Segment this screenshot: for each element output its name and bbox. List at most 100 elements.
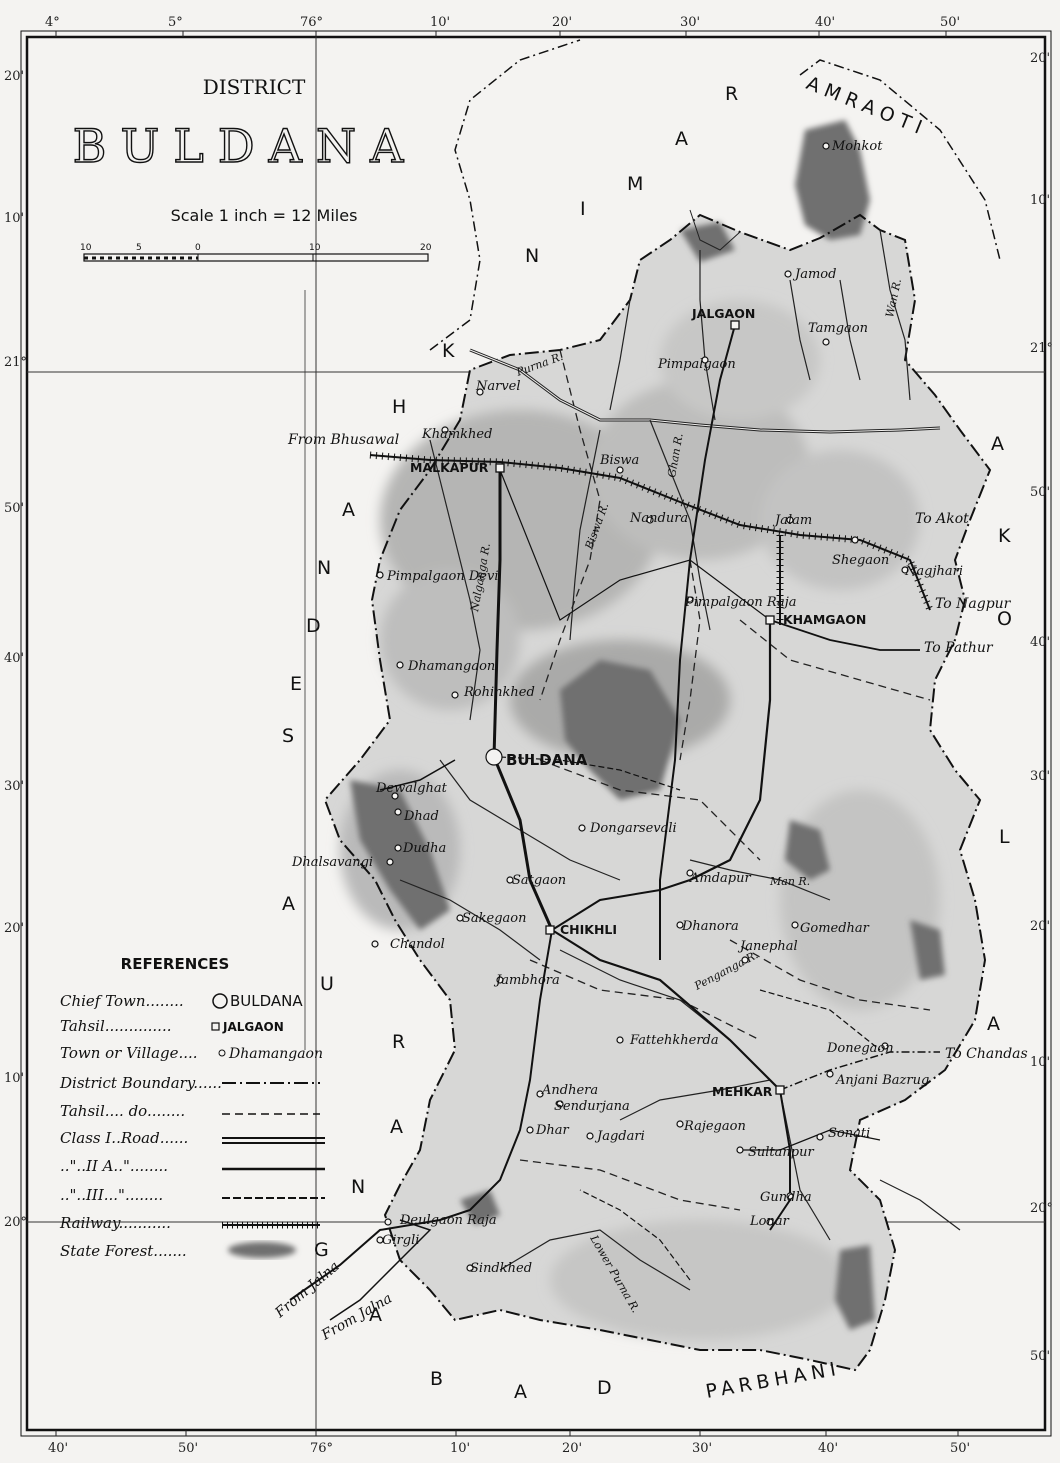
chief-town-symbol	[485, 748, 503, 766]
tahsil-symbol	[765, 615, 775, 625]
village-label: Rohinkhed	[463, 685, 535, 700]
region-letter-khandesh: S	[282, 725, 294, 747]
village-symbol	[816, 1133, 824, 1141]
village-label: Sakegaon	[462, 911, 527, 926]
region-letter-akola: A	[987, 1013, 1000, 1035]
village-symbol	[881, 1042, 889, 1050]
chief-town-buldana: BULDANA	[506, 751, 588, 769]
graticule-left-label: 40'	[4, 651, 24, 666]
village-label: Pimpalgaon Raja	[684, 595, 796, 610]
tahsil-label: MEHKAR	[712, 1084, 773, 1099]
village-label: Pimpalgaon Devi	[386, 569, 498, 584]
graticule-bottom-label: 50'	[178, 1441, 198, 1456]
graticule-left-label: 50'	[4, 501, 24, 516]
neat-line	[25, 35, 1047, 1432]
graticule-right-label: 20°	[1030, 1201, 1053, 1216]
road-malkapur-buldana	[492, 470, 502, 758]
forest-dewalghat	[350, 780, 450, 930]
village-symbol	[736, 1146, 744, 1154]
region-letter-khandesh: H	[392, 396, 406, 418]
road-chikhli-jalna	[289, 929, 553, 1301]
graticule-bottom-label: 30'	[692, 1441, 712, 1456]
village-symbol	[394, 808, 402, 816]
village-label: Amdapur	[689, 871, 751, 886]
village-symbol	[822, 142, 830, 150]
frame-ticks	[55, 31, 959, 1436]
river-label: Man R.	[769, 875, 810, 888]
region-letter-khandesh: D	[306, 615, 321, 637]
title-district: DISTRICT	[203, 75, 306, 99]
graticule-right-label: 20'	[1030, 51, 1050, 66]
village-label: Sindkhed	[470, 1261, 532, 1276]
graticule-left-label: 30'	[4, 779, 24, 794]
village-label: Sonati	[828, 1126, 870, 1141]
region-letter-aurangabad: D	[597, 1377, 612, 1399]
region-letter-aurangabad: A	[390, 1116, 403, 1138]
graticule-bottom-label: 10'	[450, 1441, 470, 1456]
tahsil-label: MALKAPUR	[410, 460, 489, 475]
village-symbol	[786, 1192, 794, 1200]
railway	[369, 451, 934, 625]
village-symbol	[506, 876, 514, 884]
village-label: Biswa	[599, 453, 639, 468]
village-label: Pimpalgaon	[657, 357, 736, 372]
ghan-river	[649, 419, 711, 631]
legend-tahsil-symbol	[211, 1022, 220, 1031]
village-symbol	[556, 1100, 564, 1108]
legend-village-symbol	[218, 1049, 226, 1057]
forest-southeast	[835, 1245, 875, 1330]
graticule-left-label: 21°	[4, 355, 27, 370]
village-symbol	[578, 824, 586, 832]
village-symbol	[646, 516, 654, 524]
village-label: Mohkot	[831, 139, 883, 154]
region-letter-nimar: N	[525, 245, 539, 267]
village-symbol	[456, 914, 464, 922]
village-symbol	[851, 536, 859, 544]
village-symbol	[741, 956, 749, 964]
reference-label: .."..II A.."........	[60, 1157, 168, 1175]
village-label: Rajegaon	[683, 1119, 746, 1134]
village-label: Lonar	[749, 1214, 790, 1229]
village-label: Dhamangaon	[407, 659, 495, 674]
village-label: Chandol	[390, 937, 445, 952]
road-to-chandas	[779, 1051, 940, 1091]
region-letter-nimar: I	[580, 198, 586, 220]
road-chikhli-mehkar	[551, 929, 781, 1091]
reference-sample: BULDANA	[230, 992, 303, 1010]
tahsil-symbol	[545, 925, 555, 935]
direction-label: To Nagpur	[935, 596, 1012, 612]
district-boundary	[323, 213, 992, 1372]
road-buldana-chikhli	[492, 756, 554, 931]
road-mehkar-lonar	[769, 1089, 791, 1231]
village-symbol	[394, 844, 402, 852]
region-letter-aurangabad: A	[282, 893, 295, 915]
village-label: Deulgaon Raja	[399, 1213, 497, 1228]
village-label: Nandura	[629, 511, 688, 526]
village-symbol	[616, 1036, 624, 1044]
graticule-bottom-label: 50'	[950, 1441, 970, 1456]
village-symbol	[376, 1236, 384, 1244]
scale-text: Scale 1 inch = 12 Miles	[171, 206, 358, 225]
graticule-left-label: 20'	[4, 69, 24, 84]
road-deulgaon-jalna	[329, 1219, 432, 1321]
forest-gomedhar	[910, 920, 945, 980]
graticule-bottom-labels: 40'50'76°10'20'30'40'50'	[48, 1441, 970, 1456]
reference-sample: Dhamangaon	[228, 1046, 323, 1062]
village-label: Satgaon	[512, 873, 566, 888]
reference-label: State Forest.......	[60, 1242, 187, 1260]
nalganga-river	[429, 439, 481, 721]
graticule-top-label: 4°	[45, 15, 60, 30]
graticule-left-labels: 20'10'21°50'40'30'20'10'20°	[4, 69, 27, 1230]
graticule-right-label: 30'	[1030, 769, 1050, 784]
village-label: Dongarsevali	[589, 821, 677, 836]
legend-state-forest	[228, 1242, 296, 1258]
graticule-right-labels: 20'10'21°50'40'30'20'10'20°50'	[1030, 51, 1053, 1364]
reference-label: Tahsil.... do........	[60, 1102, 185, 1120]
road-sultanpur	[740, 1129, 881, 1151]
village-symbol	[616, 466, 624, 474]
graticule-right-label: 50'	[1030, 485, 1050, 500]
village-symbol	[676, 1120, 684, 1128]
village-label: Andhera	[541, 1083, 598, 1098]
graticule-top-label: 30'	[680, 15, 700, 30]
graticule-right-label: 40'	[1030, 635, 1050, 650]
